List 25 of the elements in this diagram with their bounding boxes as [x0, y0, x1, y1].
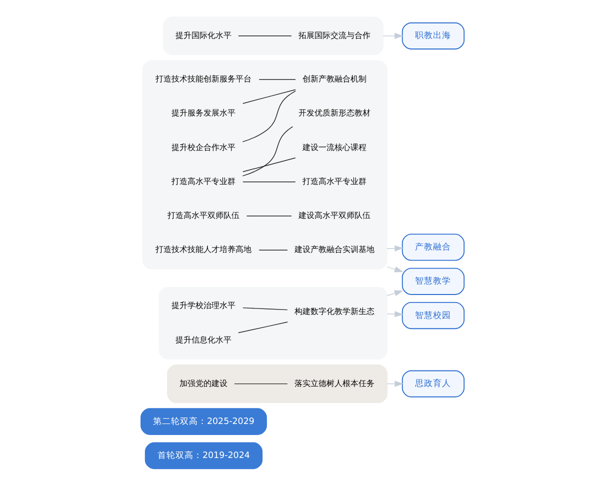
arrow	[386, 245, 403, 252]
cluster	[158, 286, 387, 360]
node-box: 思政育人	[401, 370, 464, 398]
connector	[238, 322, 288, 334]
arrow	[386, 266, 403, 272]
connector	[258, 250, 288, 251]
arrow	[382, 32, 403, 39]
node-box: 智慧教学	[401, 268, 464, 295]
node-box: 首轮双高：2019-2024	[144, 442, 262, 470]
arrow	[386, 311, 403, 318]
node-box: 产教融合	[401, 234, 464, 261]
connector	[258, 79, 296, 80]
cluster	[142, 60, 387, 270]
cluster	[162, 16, 383, 56]
node-box: 智慧校园	[401, 302, 464, 330]
arrow	[386, 290, 403, 296]
connector	[242, 158, 296, 172]
connector	[234, 383, 288, 384]
connector	[242, 90, 296, 142]
node-box: 职教出海	[401, 22, 464, 50]
connector	[242, 307, 288, 310]
connector	[242, 89, 296, 104]
connector	[242, 126, 293, 176]
cluster	[166, 364, 387, 404]
node-box: 第二轮双高：2025-2029	[140, 408, 266, 435]
